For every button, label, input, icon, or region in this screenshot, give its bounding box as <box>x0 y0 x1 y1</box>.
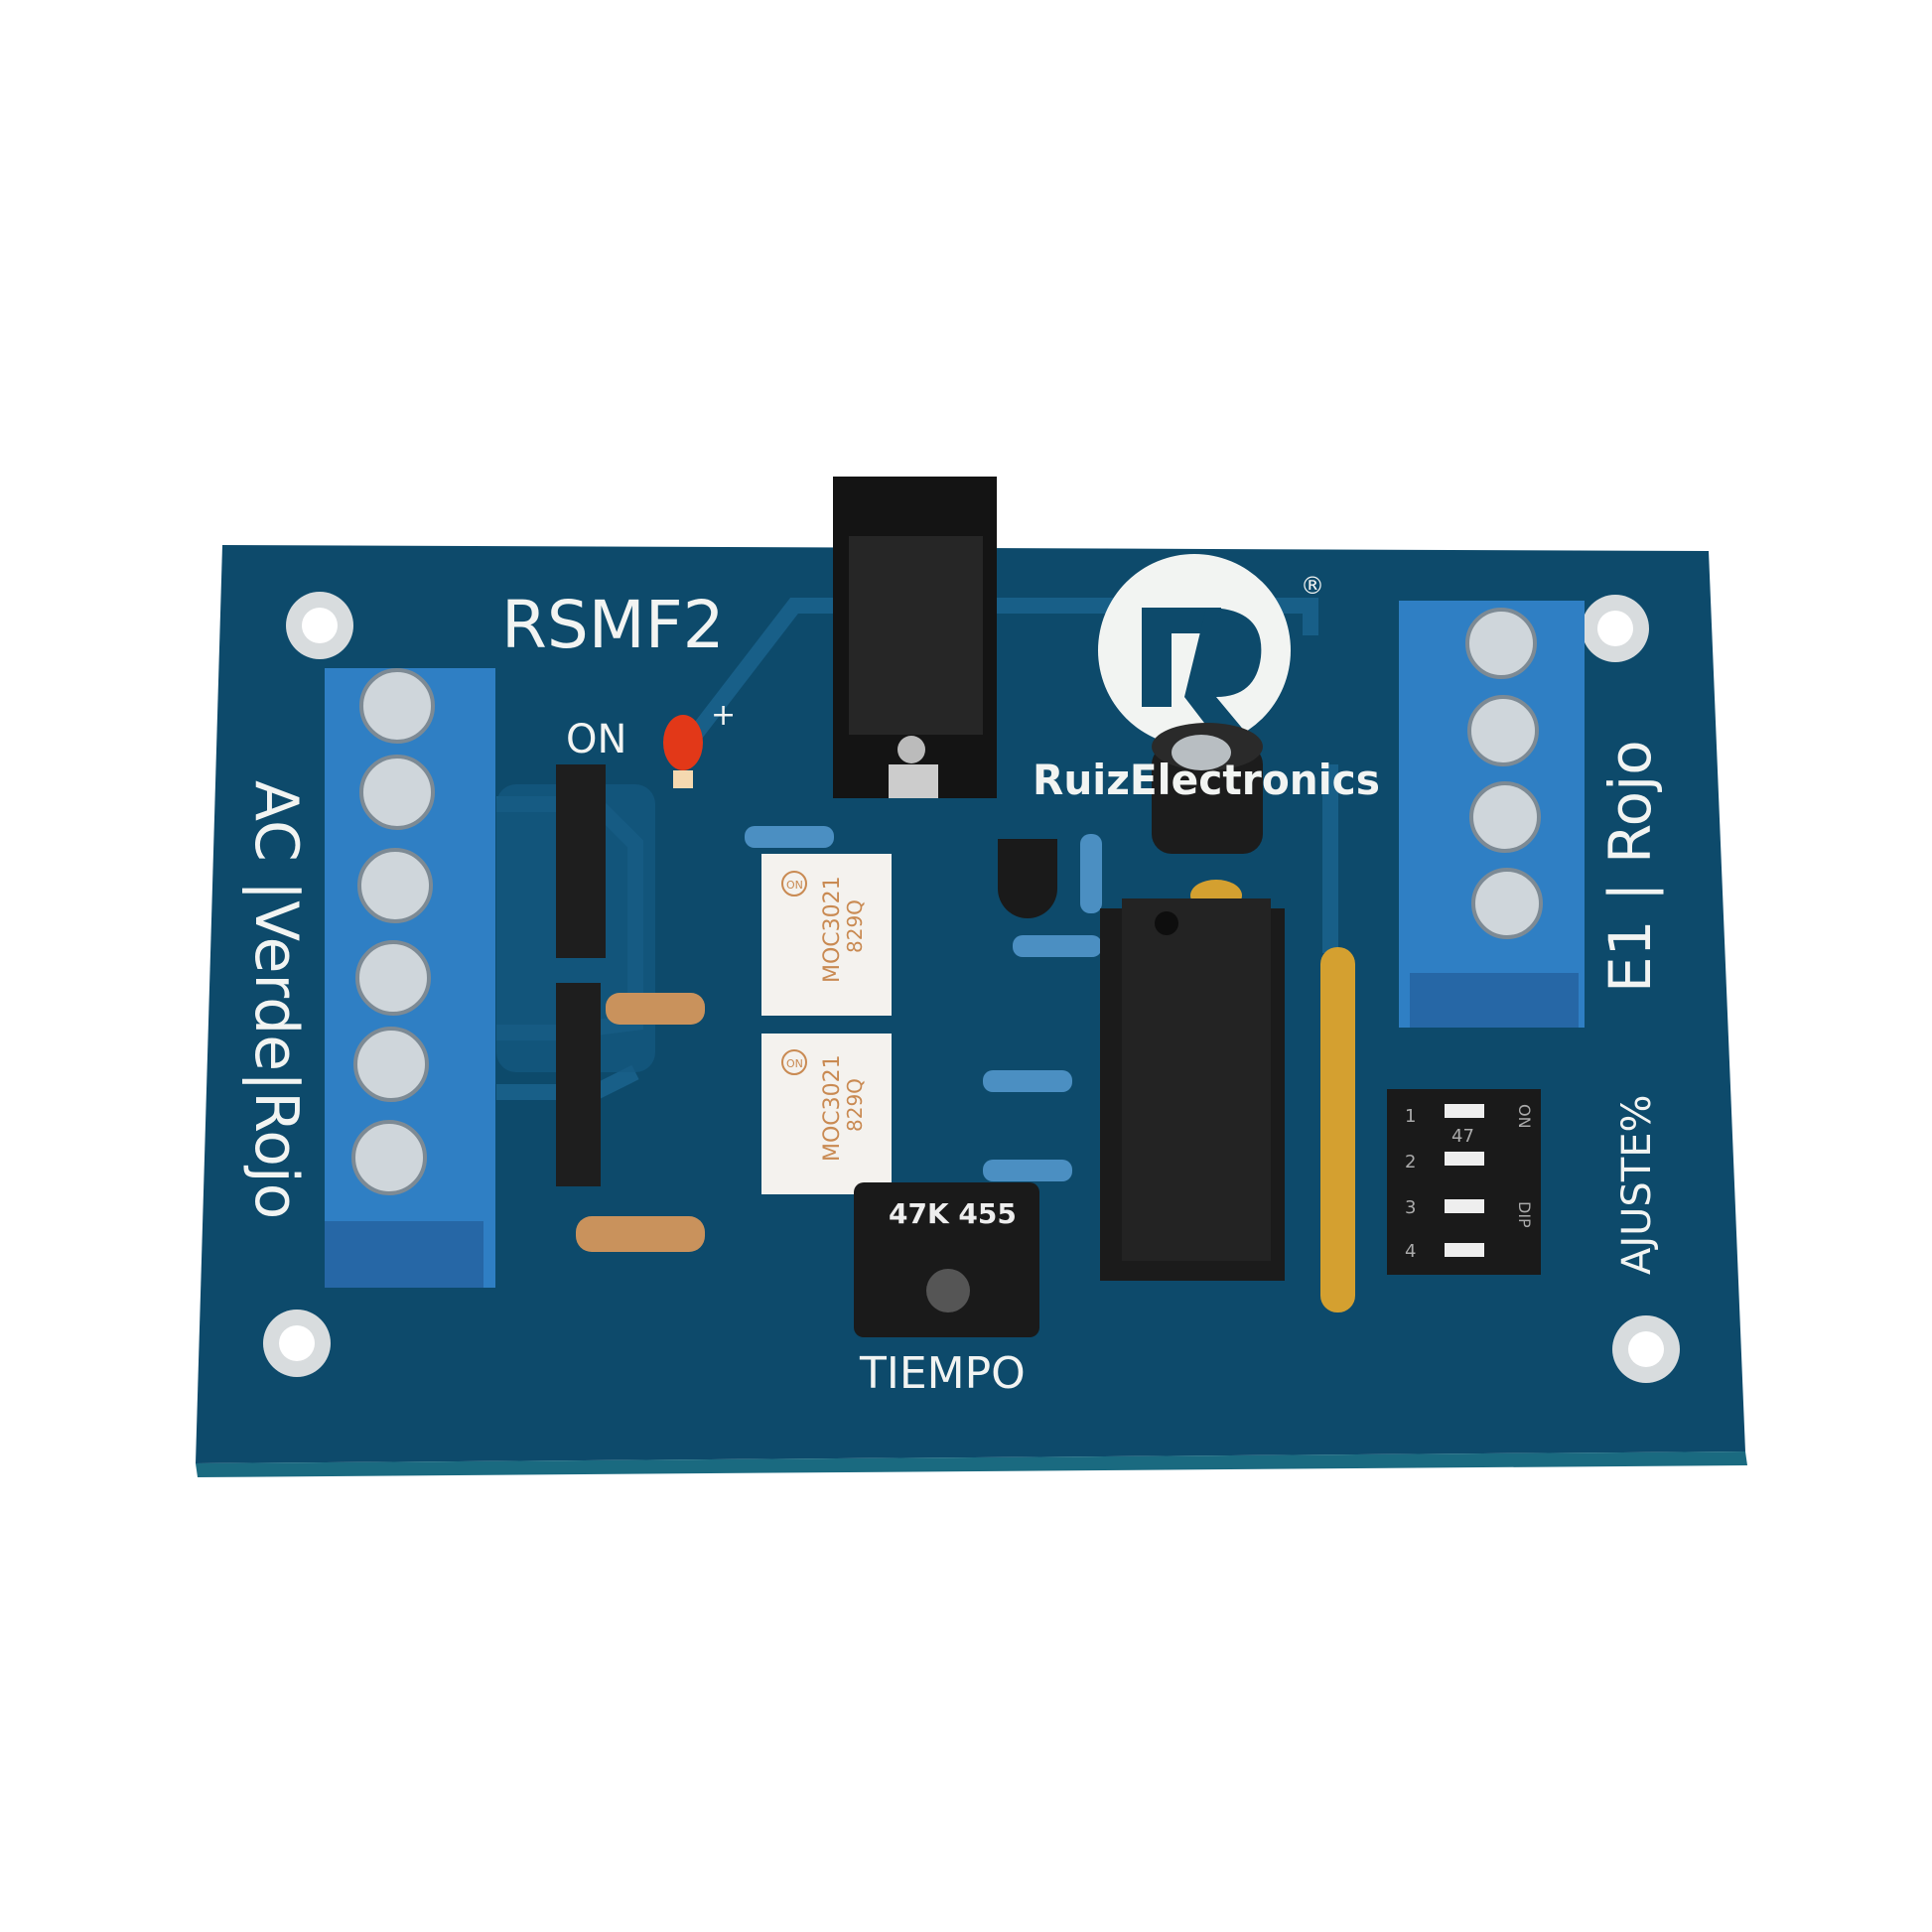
dip-type: DIP <box>1515 1201 1534 1228</box>
dip-value: 47 <box>1451 1126 1474 1147</box>
dip-label: AJUSTE% <box>1614 1094 1660 1275</box>
terminal-screw[interactable] <box>351 1120 427 1195</box>
resistor <box>745 826 834 848</box>
terminal-screw[interactable] <box>353 1027 429 1102</box>
dip-number: 3 <box>1405 1197 1416 1218</box>
terminal-screw[interactable] <box>1469 781 1541 853</box>
ic-socket <box>1100 898 1285 1281</box>
dip-number: 1 <box>1405 1106 1416 1127</box>
trimmer-marking: 47K 455 <box>889 1197 1017 1230</box>
trimmer-potentiometer[interactable]: 47K 455 <box>854 1182 1039 1337</box>
jumper-header[interactable] <box>556 764 606 958</box>
dip-toggle[interactable] <box>1445 1199 1484 1213</box>
dip-on: ON <box>1515 1104 1534 1129</box>
resistor <box>983 1160 1072 1181</box>
model-label: RSMF2 <box>501 587 725 663</box>
power-label: ON <box>566 717 626 762</box>
optocoupler-part: MOC3021 <box>820 1054 845 1162</box>
resistor <box>576 1216 705 1252</box>
terminal-screw[interactable] <box>1471 868 1543 939</box>
jumper-header[interactable] <box>556 983 601 1186</box>
resistor <box>1013 935 1102 957</box>
transistor <box>998 839 1057 918</box>
resistor <box>1080 834 1102 913</box>
trimmer-knob[interactable] <box>926 1269 970 1312</box>
dip-toggle[interactable] <box>1445 1104 1484 1118</box>
dc-power-jack[interactable] <box>833 477 997 798</box>
electrolytic-capacitor <box>1152 723 1263 854</box>
registered-mark: ® <box>1301 572 1324 600</box>
terminal-screw[interactable] <box>1467 695 1539 766</box>
resistor <box>606 993 705 1025</box>
optocoupler-maker: ON <box>786 879 803 892</box>
terminal-screw[interactable] <box>1465 608 1537 679</box>
left-terminal-label: AC |Verde|Rojo <box>241 780 311 1219</box>
terminal-screw[interactable] <box>359 668 435 744</box>
dip-number: 4 <box>1405 1241 1416 1262</box>
resistor <box>983 1070 1072 1092</box>
led-polarity: + <box>711 698 736 733</box>
optocoupler-maker: ON <box>786 1057 803 1070</box>
brand-logo: ® <box>1098 554 1324 757</box>
left-terminal-block <box>325 668 495 1288</box>
optocoupler-part: MOC3021 <box>820 876 845 983</box>
terminal-screw[interactable] <box>359 755 435 830</box>
mounting-holes <box>263 592 1680 1383</box>
optocoupler-1: ON MOC3021 829Q <box>761 854 892 1016</box>
terminal-screw[interactable] <box>357 848 433 923</box>
trimmer-label: TIEMPO <box>859 1348 1026 1399</box>
terminal-screw[interactable] <box>355 940 431 1016</box>
resistors <box>576 826 1102 1252</box>
dip-toggle[interactable] <box>1445 1243 1484 1257</box>
right-terminal-block <box>1399 601 1585 1028</box>
optocoupler-2: ON MOC3021 829Q <box>761 1034 892 1194</box>
film-capacitor <box>1320 947 1355 1312</box>
brand-name: RuizElectronics <box>1033 756 1380 804</box>
power-led <box>663 715 703 788</box>
dip-number: 2 <box>1405 1152 1416 1173</box>
right-terminal-label: E1 | Rojo <box>1596 740 1664 993</box>
optocoupler-code: 829Q <box>843 1078 867 1132</box>
optocoupler-code: 829Q <box>843 899 867 953</box>
pcb-edge <box>196 1451 1747 1477</box>
dip-toggle[interactable] <box>1445 1152 1484 1166</box>
dip-switch[interactable]: 1 2 3 4 47 ON DIP <box>1387 1089 1541 1275</box>
